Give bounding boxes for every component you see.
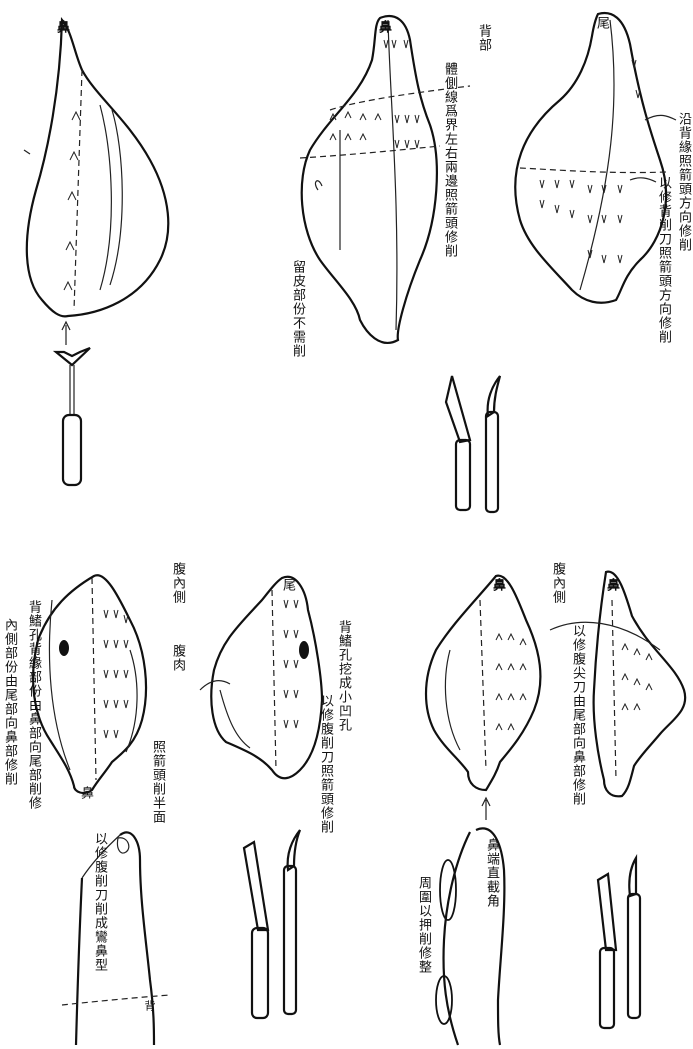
- fig4-fin-note: 背鰭孔背緣部份由鼻部向尾部削修: [26, 600, 41, 810]
- nose-shape-8: [62, 832, 170, 1045]
- tool-belly-knife-8: [244, 830, 300, 1018]
- fig3-knife-note: 以修背削刀照箭頭方向修削: [656, 176, 671, 344]
- fig4-inner-note: 內側部份由尾部向鼻部修削: [2, 618, 17, 786]
- fig8-shape-note: 以修腹削刀削成鸞鼻型: [92, 832, 107, 972]
- fig9-cut-note: 鼻端直截角: [484, 838, 499, 908]
- fig2-skin-note: 留皮部份不需削: [290, 260, 305, 358]
- nose-shape-9: [436, 798, 504, 1045]
- fig2-lateral-line-note: 體側線爲界左右兩邊照箭頭修削: [442, 62, 457, 258]
- fig3-edge-note: 沿背緣照箭頭方向修削: [676, 112, 691, 252]
- fig6-nose-label: 鼻: [490, 578, 505, 592]
- fig2-back-label: 背部: [476, 24, 491, 52]
- fig9-press-note: 周圍以押削修整: [416, 876, 431, 974]
- fig5-knife-note: 以修腹削刀照箭頭修削: [318, 694, 333, 834]
- fig6-belly-inner-label: 腹內側: [550, 562, 565, 604]
- fig8-back-label: 背: [142, 1000, 157, 1012]
- tool-belly-knife-9: [598, 858, 640, 1028]
- fig5-hole-note: 背鰭孔挖成小凹孔: [336, 620, 351, 732]
- fig4-half-note: 照箭頭削半面: [150, 740, 165, 824]
- fig1-nose-label: 鼻: [54, 20, 69, 34]
- fillet-shape-6: [426, 576, 540, 790]
- fillet-shape-1: [24, 20, 168, 316]
- fig3-tail-label: 尾: [594, 16, 609, 30]
- fillet-shape-5: [200, 577, 322, 778]
- tool-v-knife: [56, 322, 90, 485]
- fillet-shape-3: [515, 13, 676, 303]
- fig4-belly-meat-label: 腹肉: [170, 644, 185, 672]
- tool-back-knife: [446, 376, 500, 512]
- fig4-belly-inner-label: 腹內側: [170, 562, 185, 604]
- fig5-tail-label: 尾: [280, 578, 295, 592]
- fig4-nose-label: 鼻: [78, 786, 93, 800]
- fig2-nose-label: 鼻: [376, 20, 391, 34]
- fig6-knife-note: 以修腹尖刀由尾部向鼻部修削: [570, 624, 585, 806]
- fillet-shape-4: [33, 575, 146, 793]
- fig7-nose-label: 鼻: [604, 578, 619, 592]
